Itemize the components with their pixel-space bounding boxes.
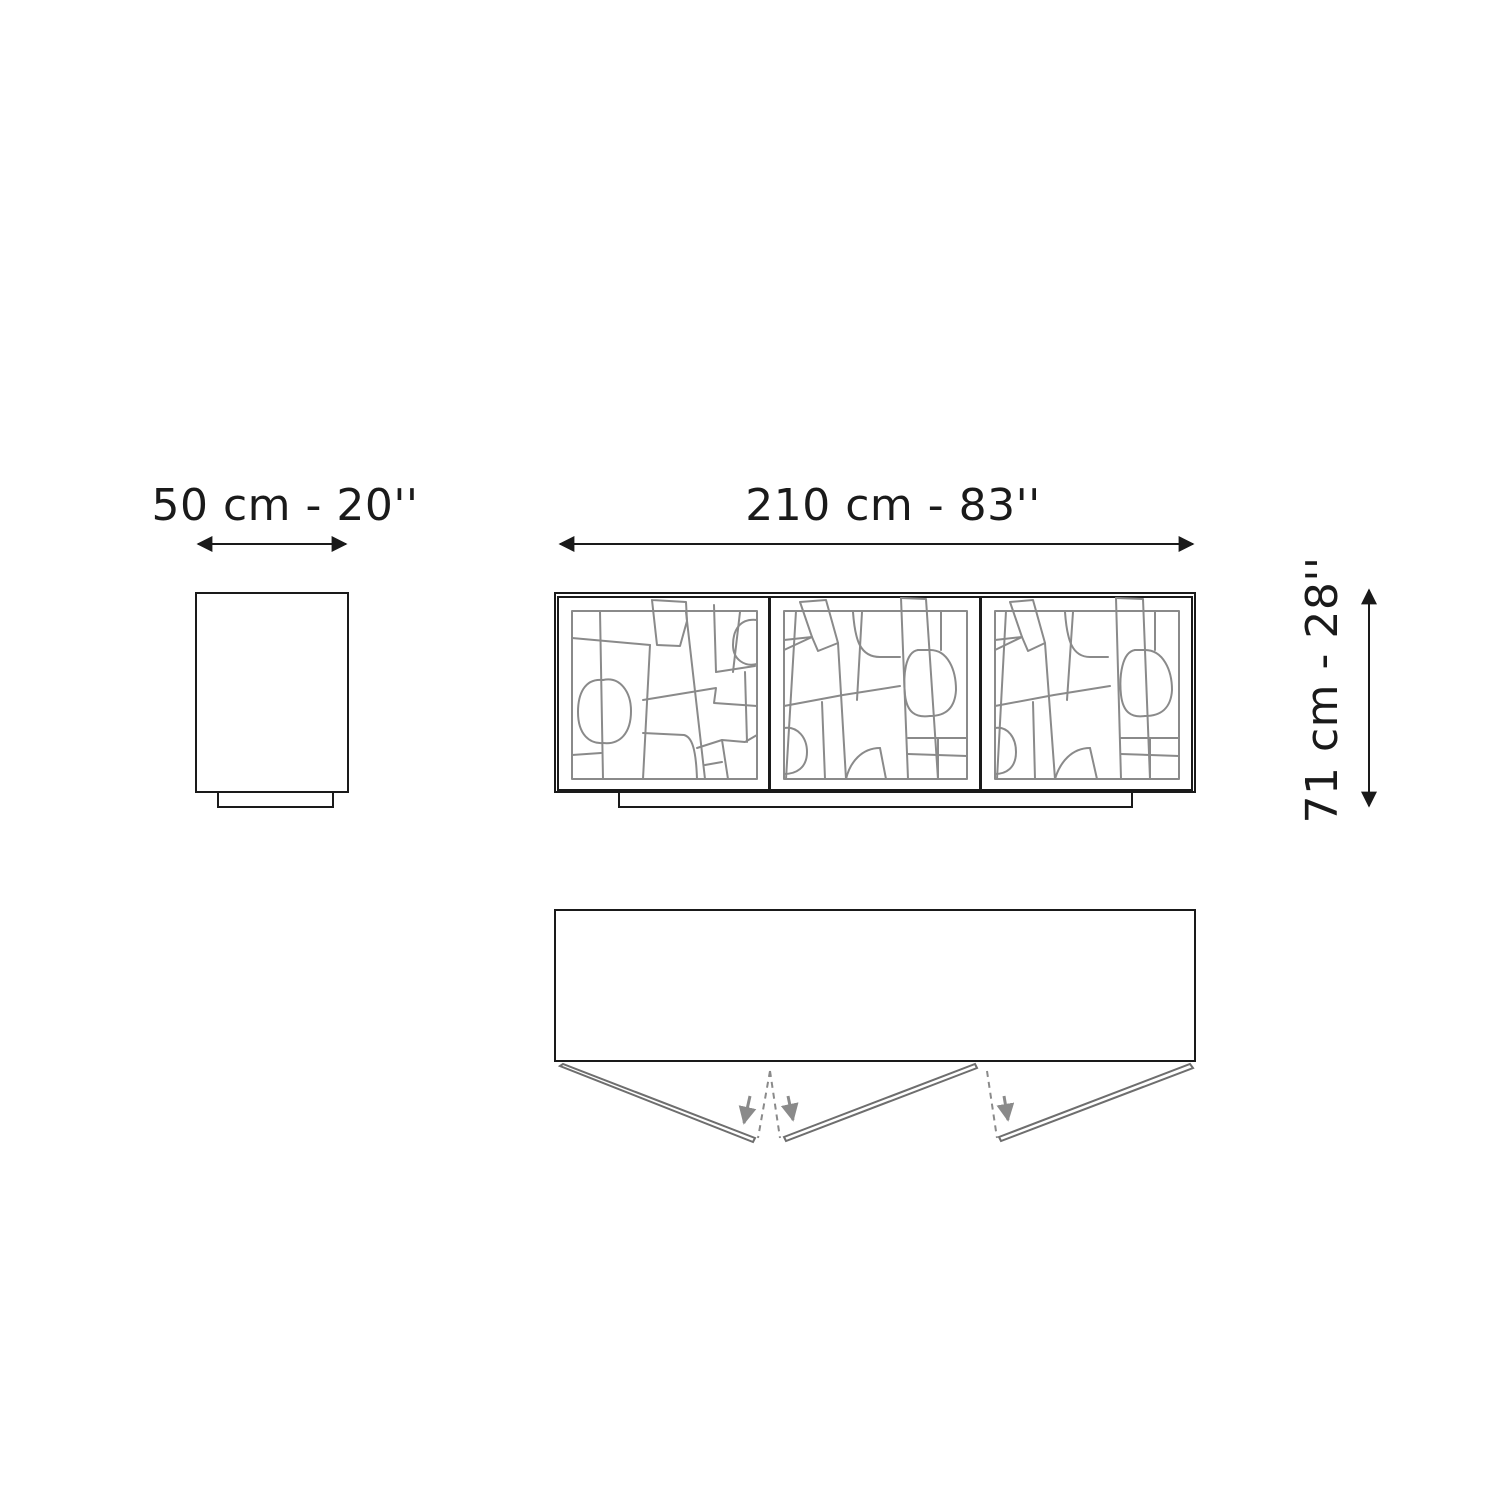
down-arrow-icon — [780, 1095, 799, 1122]
side-cabinet-base — [217, 791, 334, 808]
door-2-pattern — [783, 597, 968, 780]
door-3-pattern — [994, 597, 1180, 780]
door-2 — [769, 596, 981, 791]
plan-view — [554, 909, 1196, 1144]
height-label: 71 cm - 28'' — [1297, 556, 1348, 823]
front-cabinet-body — [554, 592, 1196, 793]
side-cabinet-body — [195, 592, 349, 793]
door-3-open-swing — [997, 1062, 1195, 1143]
front-cabinet-base — [618, 791, 1133, 808]
down-arrow-icon — [996, 1095, 1015, 1122]
down-arrow-icon — [738, 1095, 757, 1125]
door-1-open-swing — [557, 1062, 757, 1144]
plan-cabinet-top — [554, 909, 1196, 1062]
depth-label: 50 cm - 20'' — [151, 480, 418, 531]
swing-guide-1 — [757, 1070, 771, 1139]
door-1-pattern — [571, 599, 758, 780]
door-1 — [557, 596, 770, 791]
door-3 — [980, 596, 1193, 791]
door-2-open-swing — [782, 1062, 979, 1143]
side-view: 50 cm - 20'' — [151, 480, 418, 808]
swing-guide-3 — [986, 1070, 998, 1139]
width-label: 210 cm - 83'' — [745, 480, 1041, 531]
swing-guide-2 — [769, 1070, 781, 1139]
front-view: 210 cm - 83'' — [554, 480, 1377, 824]
